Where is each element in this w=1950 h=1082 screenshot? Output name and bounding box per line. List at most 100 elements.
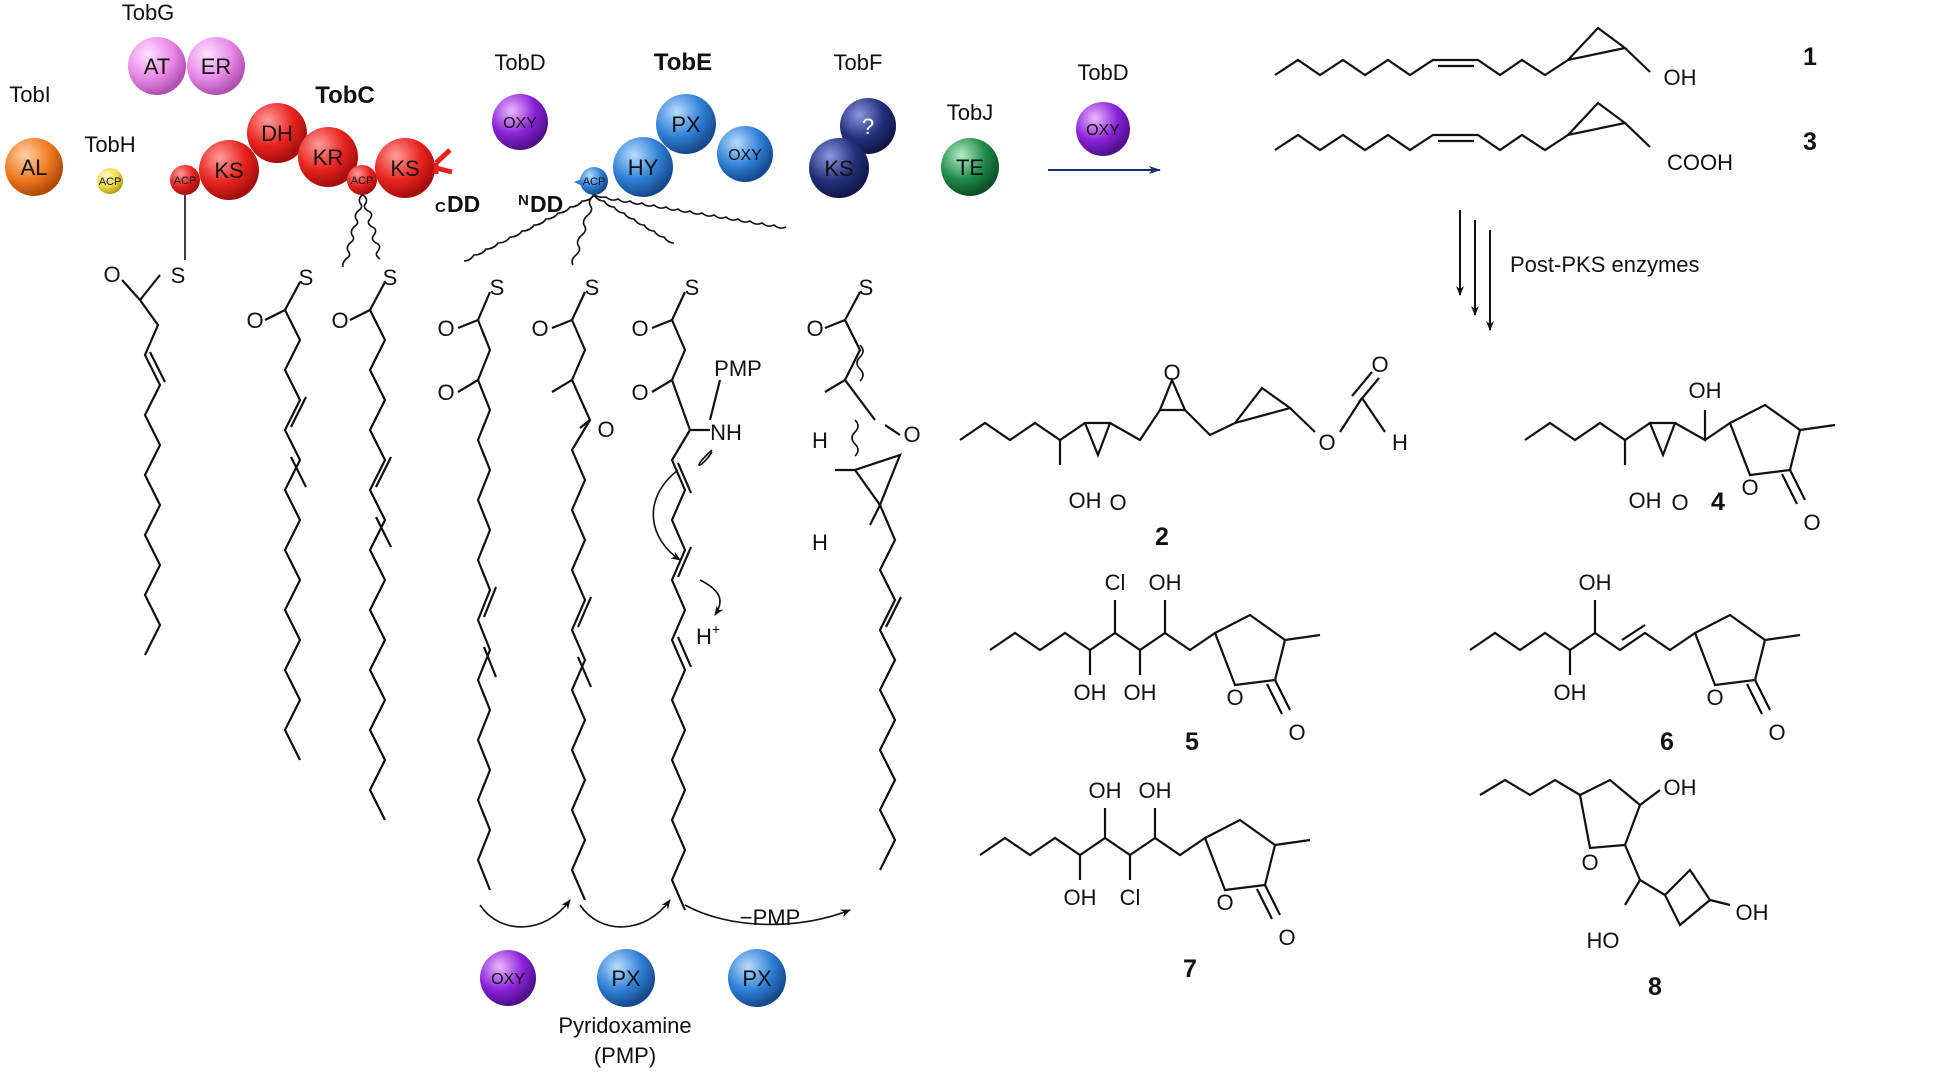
domain-ks-1 <box>199 140 259 200</box>
cl-atom-5: Cl <box>1105 570 1126 595</box>
oh-atom-7c: OH <box>1064 885 1097 910</box>
px-step-arrow-1 <box>579 899 671 928</box>
pmp-caption: (PMP) <box>594 1043 656 1068</box>
compound-4-number: 4 <box>1711 488 1725 516</box>
oh-atom-2: OH <box>1069 488 1102 513</box>
label-tobd-arrow: TobD <box>1077 60 1128 85</box>
acp-label-tobh: ACP <box>99 176 122 188</box>
pyridoxamine-caption: Pyridoxamine <box>558 1013 691 1038</box>
domain-te-label: TE <box>956 155 984 180</box>
domain-oxy-tobe <box>717 126 773 182</box>
domain-ks-2 <box>375 138 435 198</box>
domain-er <box>187 37 245 95</box>
cdd-label: DD <box>447 191 480 217</box>
compound-1-number: 1 <box>1803 43 1817 71</box>
oh-atom-1: OH <box>1664 65 1697 90</box>
o-atom-5a: O <box>531 316 548 341</box>
label-tobg: TobG <box>122 0 175 25</box>
compound-5-number: 5 <box>1185 728 1199 756</box>
label-tobd-module: TobD <box>494 50 545 75</box>
post-pks-label: Post-PKS enzymes <box>1510 252 1700 277</box>
domain-al-label: AL <box>21 155 48 180</box>
tether-4 <box>463 194 595 262</box>
chain-7 <box>824 291 902 871</box>
compound-2-number: 2 <box>1155 523 1169 551</box>
ndd-sup: N <box>518 192 529 209</box>
o-formyl-2: O <box>1371 352 1388 377</box>
h-atom-7a: H <box>812 428 828 453</box>
label-tobi: TobI <box>9 82 51 107</box>
s-atom-2: S <box>299 265 314 290</box>
o-carbonyl-6: O <box>1768 720 1785 745</box>
o-ring-4: O <box>1741 475 1758 500</box>
s-atom-5: S <box>585 275 600 300</box>
label-tobj: TobJ <box>947 100 993 125</box>
bottom-oxy-ball <box>480 950 536 1006</box>
oh-atom-6a: OH <box>1579 570 1612 595</box>
oh-atom-5b: OH <box>1074 680 1107 705</box>
bottom-px-ball-2 <box>728 949 786 1007</box>
mech-arrow-1 <box>652 469 681 561</box>
oh-atom-4a: OH <box>1689 378 1722 403</box>
domain-al <box>5 138 63 196</box>
domain-kr <box>298 127 358 187</box>
o-atom-4a: O <box>437 316 454 341</box>
chain-3 <box>349 281 392 821</box>
domain-ks-1-label: KS <box>214 158 243 183</box>
chain-5 <box>551 291 593 901</box>
bottom-px-ball-1 <box>597 949 655 1007</box>
compound-8-number: 8 <box>1648 973 1662 1001</box>
cdd-docking-mark <box>433 148 453 175</box>
o-ring-5: O <box>1226 685 1243 710</box>
compound-7-structure <box>979 808 1311 920</box>
chain-2 <box>264 281 307 761</box>
o-atom-6a: O <box>631 316 648 341</box>
label-tobh: TobH <box>84 132 135 157</box>
oh-atom-8a: OH <box>1664 775 1697 800</box>
ho-atom-8b: HO <box>1587 928 1620 953</box>
compound-6-structure <box>1469 600 1801 715</box>
tether-5 <box>571 194 595 266</box>
domain-px-tobe-label: PX <box>671 112 701 137</box>
o-ring-8: O <box>1581 850 1598 875</box>
tether-3 <box>361 194 381 260</box>
oh-atom-4b: OH <box>1629 488 1662 513</box>
domain-ks-tobf <box>809 138 869 198</box>
o-epoxide-2b: O <box>1163 360 1180 385</box>
compound-5-structure <box>989 600 1321 715</box>
domain-unknown-label: ? <box>862 114 874 139</box>
tether-2 <box>342 194 363 268</box>
h-formyl-2: H <box>1392 430 1408 455</box>
label-tobe: TobE <box>654 49 712 76</box>
domain-oxy-tobe-label: OXY <box>728 147 762 164</box>
cdd-sup: C <box>435 199 446 216</box>
o-atom-4b: O <box>437 380 454 405</box>
compound-1-structure <box>1274 26 1651 77</box>
domain-kr-label: KR <box>313 145 344 170</box>
domain-acp-tobe <box>580 167 608 195</box>
o-carbonyl-7: O <box>1278 925 1295 950</box>
o-atom-6b: O <box>631 380 648 405</box>
domain-acp-tobc-2 <box>347 165 377 195</box>
tethers <box>184 194 787 268</box>
px-step-arrow-2 <box>684 904 851 926</box>
acp-label-tobc-1: ACP <box>174 175 197 187</box>
domain-oxy-tobd-label: OXY <box>503 115 537 132</box>
s-atom-7: S <box>859 275 874 300</box>
s-atom-1: S <box>171 263 186 288</box>
o-epoxide-2a: O <box>1109 490 1126 515</box>
cl-atom-7: Cl <box>1120 885 1141 910</box>
label-tobc: TobC <box>315 82 375 109</box>
compound-3-number: 3 <box>1803 128 1817 156</box>
o-ring-6: O <box>1706 685 1723 710</box>
h-atom-7b: H <box>812 530 828 555</box>
o-atom-5b: O <box>597 417 614 442</box>
label-tobf: TobF <box>834 50 883 75</box>
domain-er-label: ER <box>201 54 232 79</box>
nh-label: NH <box>710 420 742 445</box>
cleavage-mark-1 <box>856 344 864 382</box>
compound-7-number: 7 <box>1183 955 1197 983</box>
o-ester-2: O <box>1318 430 1335 455</box>
